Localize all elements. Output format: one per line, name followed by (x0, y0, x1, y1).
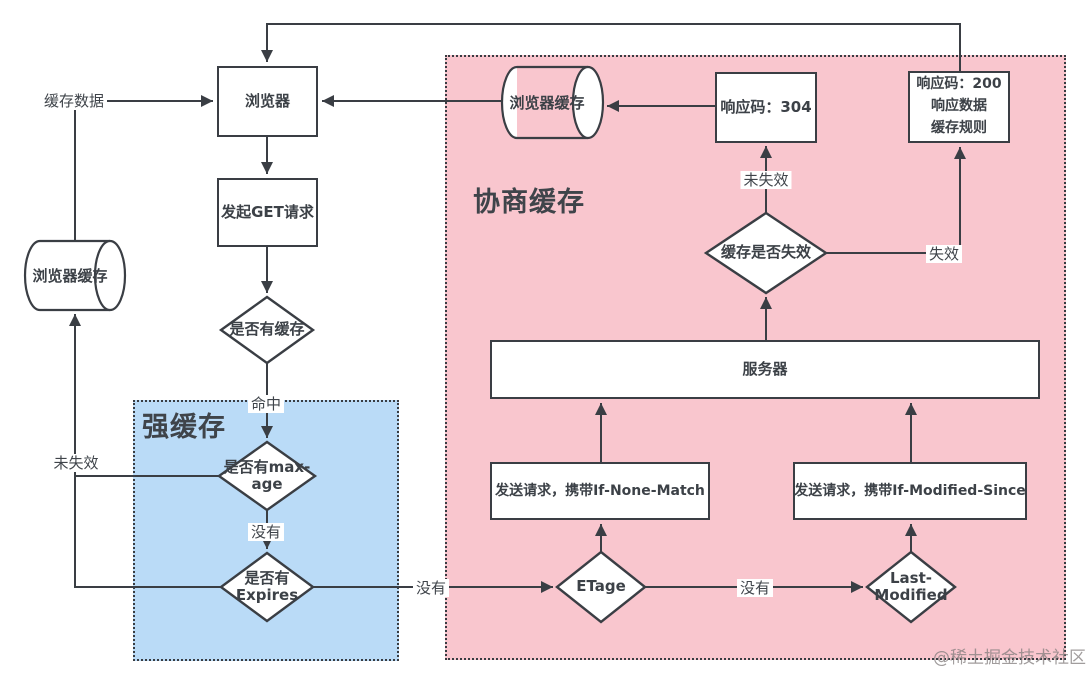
edge-label-expired: 失效 (925, 245, 963, 263)
get-request-label: 发起GET请求 (221, 203, 314, 222)
server-node: 服务器 (490, 340, 1040, 399)
cache-invalid-diamond (703, 211, 829, 295)
max-age-line2: age (251, 475, 283, 493)
strong-cache-title: 强缓存 (142, 412, 226, 443)
left-cache-cylinder (23, 239, 127, 312)
expires-line1: 是否有 (244, 568, 290, 587)
response-200-lines: 响应码：200 响应数据 缓存规则 (916, 74, 1001, 139)
browser-cache-cylinder-label: 浏览器缓存 (509, 94, 585, 112)
edge-leftcyl-to-browser (74, 95, 213, 241)
max-age-line1: 是否有max- (223, 457, 311, 476)
edge-label-no-etag: 没有 (736, 579, 774, 597)
expires-label: 是否有 Expires (221, 553, 313, 621)
if-none-match-request-label: 发送请求，携带If-None-Match (495, 482, 705, 499)
last-modified-diamond (865, 550, 957, 624)
edge-cacheinvalid-to-resp200 (826, 147, 966, 254)
last-modified-line1: Last- (889, 568, 932, 587)
if-none-match-request-node: 发送请求，携带If-None-Match (490, 462, 710, 520)
etag-diamond (555, 550, 647, 624)
etag-label: ETage (576, 577, 626, 596)
negotiated-cache-title: 协商缓存 (473, 187, 585, 218)
decision-shapes (216, 211, 957, 624)
if-modified-since-request-node: 发送请求，携带If-Modified-Since (793, 462, 1027, 520)
response-304-label: 响应码：304 (720, 98, 812, 117)
last-modified-line2: Modified (874, 586, 948, 604)
if-modified-since-request-label: 发送请求，携带If-Modified-Since (794, 482, 1026, 499)
edge-label-hit: 命中 (247, 395, 285, 413)
max-age-label: 是否有max- age (217, 442, 317, 510)
edge-label-no-max-age: 没有 (247, 523, 285, 541)
response-304-node: 响应码：304 (715, 72, 817, 143)
edge-label-not-expired-left: 未失效 (50, 454, 102, 472)
cylinder-shapes (23, 65, 605, 312)
max-age-diamond (216, 440, 318, 512)
edge-expires-left-up-to-leftcyl (69, 314, 221, 588)
left-cache-cylinder-label: 浏览器缓存 (32, 267, 108, 285)
response-200-node: 响应码：200 响应数据 缓存规则 (908, 71, 1010, 143)
response-200-line3: 缓存规则 (930, 119, 987, 136)
browser-node: 浏览器 (217, 66, 318, 137)
edge-label-not-expired-top: 未失效 (740, 171, 792, 189)
edge-label-cache-data: 缓存数据 (40, 92, 108, 110)
has-cache-label: 是否有缓存 (229, 320, 305, 339)
response-200-line1: 响应码：200 (916, 76, 1002, 93)
watermark: @稀土掘金技术社区 (933, 648, 1086, 668)
server-label: 服务器 (742, 360, 788, 379)
edge-label-no-expires: 没有 (412, 579, 450, 597)
last-modified-label: Last- Modified (867, 552, 955, 622)
expires-diamond (218, 551, 316, 623)
has-cache-diamond (218, 295, 316, 365)
browser-cache-cylinder (500, 65, 605, 140)
edge-resp200-to-browser (261, 23, 961, 71)
cache-invalid-label: 缓存是否失效 (720, 243, 811, 262)
get-request-node: 发起GET请求 (217, 178, 318, 247)
expires-line2: Expires (235, 586, 299, 604)
response-200-line2: 响应数据 (930, 98, 987, 115)
browser-label: 浏览器 (244, 92, 290, 111)
